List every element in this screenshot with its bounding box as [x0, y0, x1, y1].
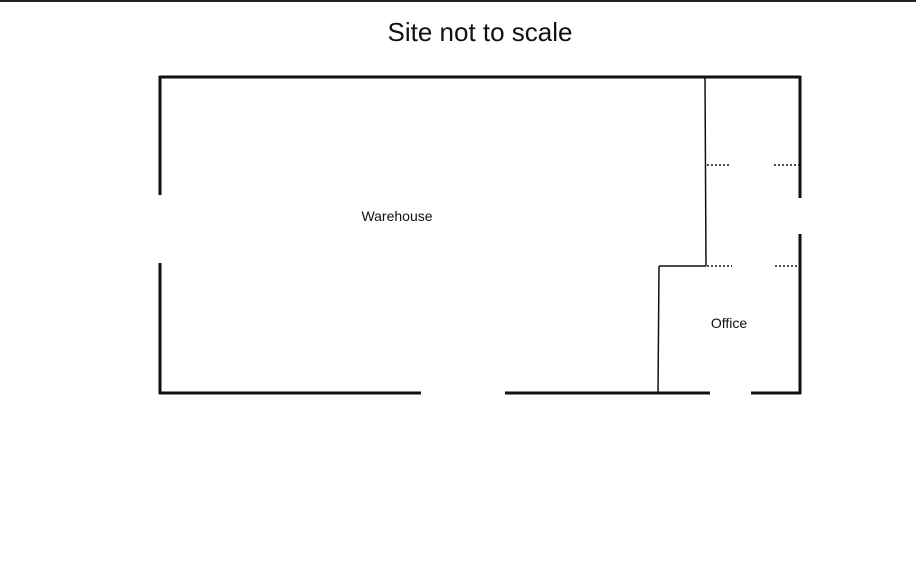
partition-vertical-upper: [704, 76, 707, 267]
office-label: Office: [711, 315, 748, 331]
top-border: [0, 0, 916, 2]
partition-vertical-office: [657, 265, 660, 394]
diagram-title: Site not to scale: [387, 17, 573, 47]
warehouse-label: Warehouse: [361, 208, 432, 224]
